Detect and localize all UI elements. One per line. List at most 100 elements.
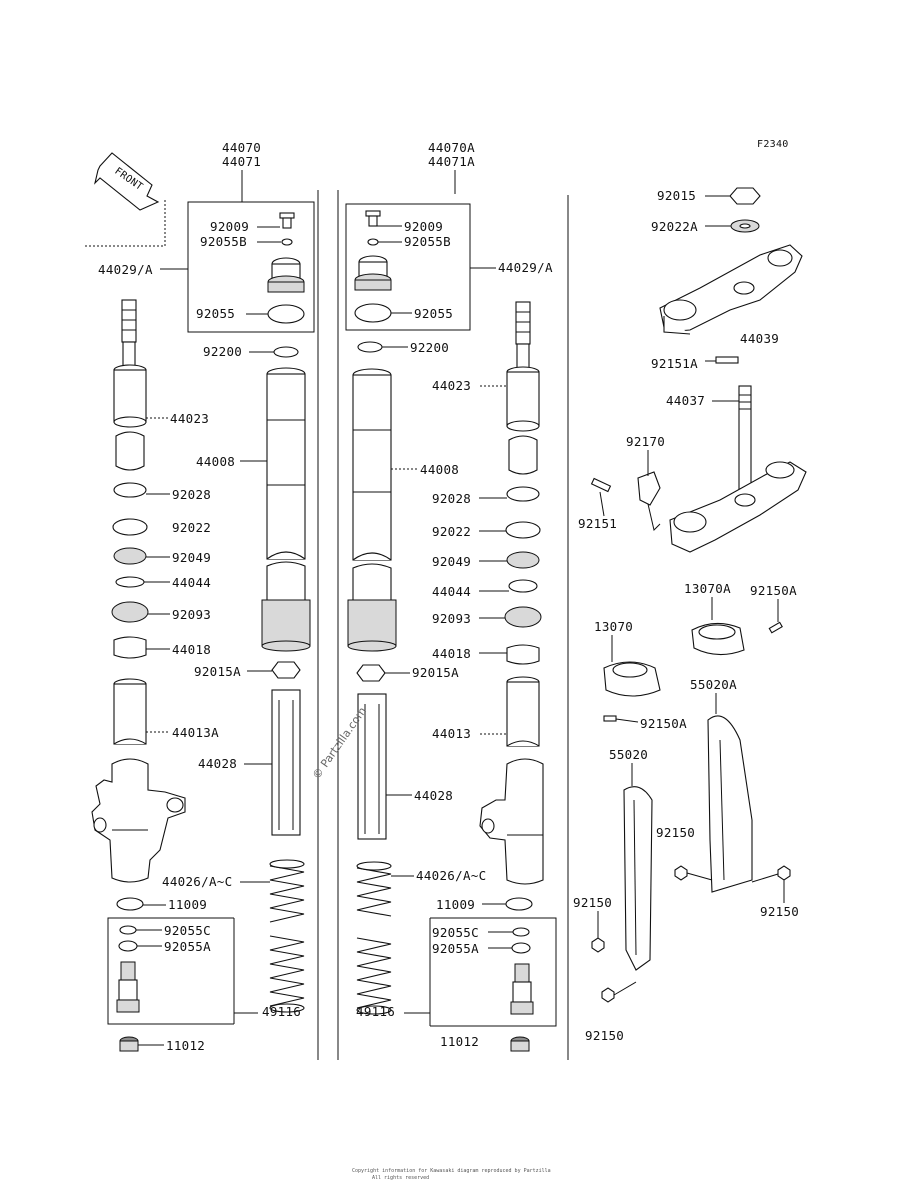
left-bolt-11012 [119,1036,139,1052]
left-label-11012: 11012 [166,1038,205,1053]
right-bolt-92009 [365,210,381,227]
left-label-44029: 44029/A [98,262,153,277]
left-outer-tube [261,561,311,652]
left-label-44044: 44044 [172,575,211,590]
left-base-valve [116,961,140,1013]
left-label-92055A: 92055A [164,939,211,954]
right-label-11012: 11012 [440,1034,479,1049]
right-assembly-box-49116 [404,917,557,1027]
right-seal-92093 [504,606,542,628]
right-bushing-44018 [506,644,540,665]
right-part-92022 [505,521,541,539]
left-washer-92200 [273,346,299,358]
right-label-44023: 44023 [432,378,471,393]
right-label-92093: 92093 [432,611,471,626]
right-piece-44023b [508,435,538,475]
left-label-92009: 92009 [210,219,249,234]
left-oring-92055 [267,304,305,324]
right-label-92055: 92055 [414,306,453,321]
left-inner-tube-44008 [266,367,306,560]
left-label-92028: 92028 [172,487,211,502]
left-bolt-92009 [279,212,295,229]
left-bushing-44018 [113,636,147,659]
right-fork-group: 44070A 44071A 92009 92055B 44029/A 92055… [345,140,557,1052]
label-55020A: 55020A [690,677,737,692]
bolt-92151 [590,477,612,493]
fork-guard-55020 [623,786,653,971]
right-oring-92055A [511,942,531,954]
right-cap-44029 [354,255,392,291]
right-label-92015A: 92015A [412,665,459,680]
label-92150A-top: 92150A [750,583,797,598]
left-label-92055: 92055 [196,306,235,321]
right-outer-tube [347,563,397,652]
left-oring-92055C [119,925,137,935]
right-label-49116: 49116 [356,1004,395,1019]
label-92150-a: 92150 [573,895,612,910]
front-arrow-icon: FRONT [85,152,166,247]
right-clip-44044 [508,579,538,593]
left-part-44023 [113,364,147,428]
right-damper-rod [515,301,531,371]
right-washer-11009 [505,897,533,911]
left-label-44026: 44026/A~C [162,874,232,889]
right-bolt-11012 [510,1036,530,1052]
left-label-44008: 44008 [196,454,235,469]
steering-stem-44037 [669,385,807,553]
label-55020: 55020 [609,747,648,762]
label-92150-c: 92150 [656,825,695,840]
left-fork-bottom [91,758,186,883]
left-label-44028: 44028 [198,756,237,771]
left-washer-11009 [116,897,144,911]
right-tube-44013 [506,676,540,747]
right-label-11009: 11009 [436,897,475,912]
left-label-44018: 44018 [172,642,211,657]
bolt-92150-b [601,987,615,1003]
left-part-92022 [112,518,148,536]
right-label-92022: 92022 [432,524,471,539]
label-44039: 44039 [740,331,779,346]
right-nut-92015A [356,664,386,682]
bolt-92150-a [591,937,605,953]
left-tube-44013A [113,678,147,745]
right-cap-box [345,203,471,331]
left-tube-44028 [271,689,301,836]
label-92015: 92015 [657,188,696,203]
right-oring-92055B [367,238,379,246]
right-label-92049: 92049 [432,554,471,569]
right-base-valve [510,963,534,1015]
bolt-92151A [715,356,739,364]
left-damper-rod [121,299,137,368]
right-assembly-label-1: 44070A [428,140,475,155]
nut-92015 [729,187,761,205]
right-label-92009: 92009 [404,219,443,234]
figure-code: F2340 [757,139,789,150]
left-oring-92055B [281,238,293,246]
left-assembly-box-49116 [107,917,258,1025]
left-label-92022: 92022 [172,520,211,535]
label-92151A: 92151A [651,356,698,371]
left-label-92055C: 92055C [164,923,211,938]
left-label-44013A: 44013A [172,725,219,740]
left-cap-44029 [267,257,305,293]
holder-13070A [691,622,745,656]
right-label-92200: 92200 [410,340,449,355]
label-92151: 92151 [578,516,617,531]
label-92022A: 92022A [651,219,698,234]
bolt-92150A-top [768,621,783,634]
left-seal-92093 [111,601,149,623]
label-13070: 13070 [594,619,633,634]
cable-clamp-92170 [637,471,661,531]
label-92150-d: 92150 [760,904,799,919]
right-label-92055A: 92055A [432,941,479,956]
right-label-92055B: 92055B [404,234,451,249]
left-nut-92015A [271,661,301,679]
right-fork-bottom [479,758,544,885]
left-label-92093: 92093 [172,607,211,622]
left-cap-box [187,201,315,333]
right-label-44044: 44044 [432,584,471,599]
right-label-44028: 44028 [414,788,453,803]
right-washer-92200 [357,341,383,353]
left-label-49116: 49116 [262,1004,301,1019]
label-13070A: 13070A [684,581,731,596]
